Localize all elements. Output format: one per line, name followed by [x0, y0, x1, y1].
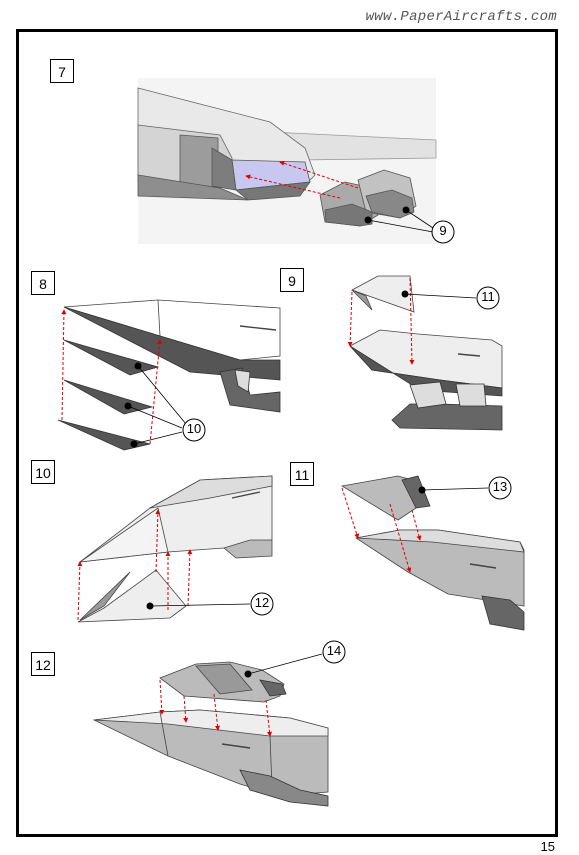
page-frame: [16, 29, 558, 837]
callout-9: 9: [439, 223, 447, 238]
step-9-label: 9: [280, 268, 304, 292]
callout-14: 14: [326, 643, 342, 658]
step-11-label: 11: [290, 462, 314, 486]
step-11-illustration: [340, 475, 525, 631]
step-8-label: 8: [31, 271, 55, 295]
callout-13: 13: [492, 479, 508, 494]
step-8-illustration: [57, 299, 281, 451]
step-7-label: 7: [50, 59, 74, 83]
callout-9-circle: [431, 220, 455, 244]
step-9-illustration: [347, 275, 503, 431]
callout-12: 12: [254, 595, 270, 610]
page-number: 15: [540, 839, 555, 854]
step-10-illustration: [77, 475, 274, 623]
step-10-label: 10: [31, 460, 55, 484]
website-url: www.PaperAircrafts.com: [365, 9, 557, 25]
callout-10: 10: [186, 421, 202, 436]
callout-11: 11: [481, 289, 495, 304]
step-12-label: 12: [31, 652, 55, 676]
step-12-illustration: [92, 640, 346, 807]
step-7-illustration: [137, 78, 455, 244]
